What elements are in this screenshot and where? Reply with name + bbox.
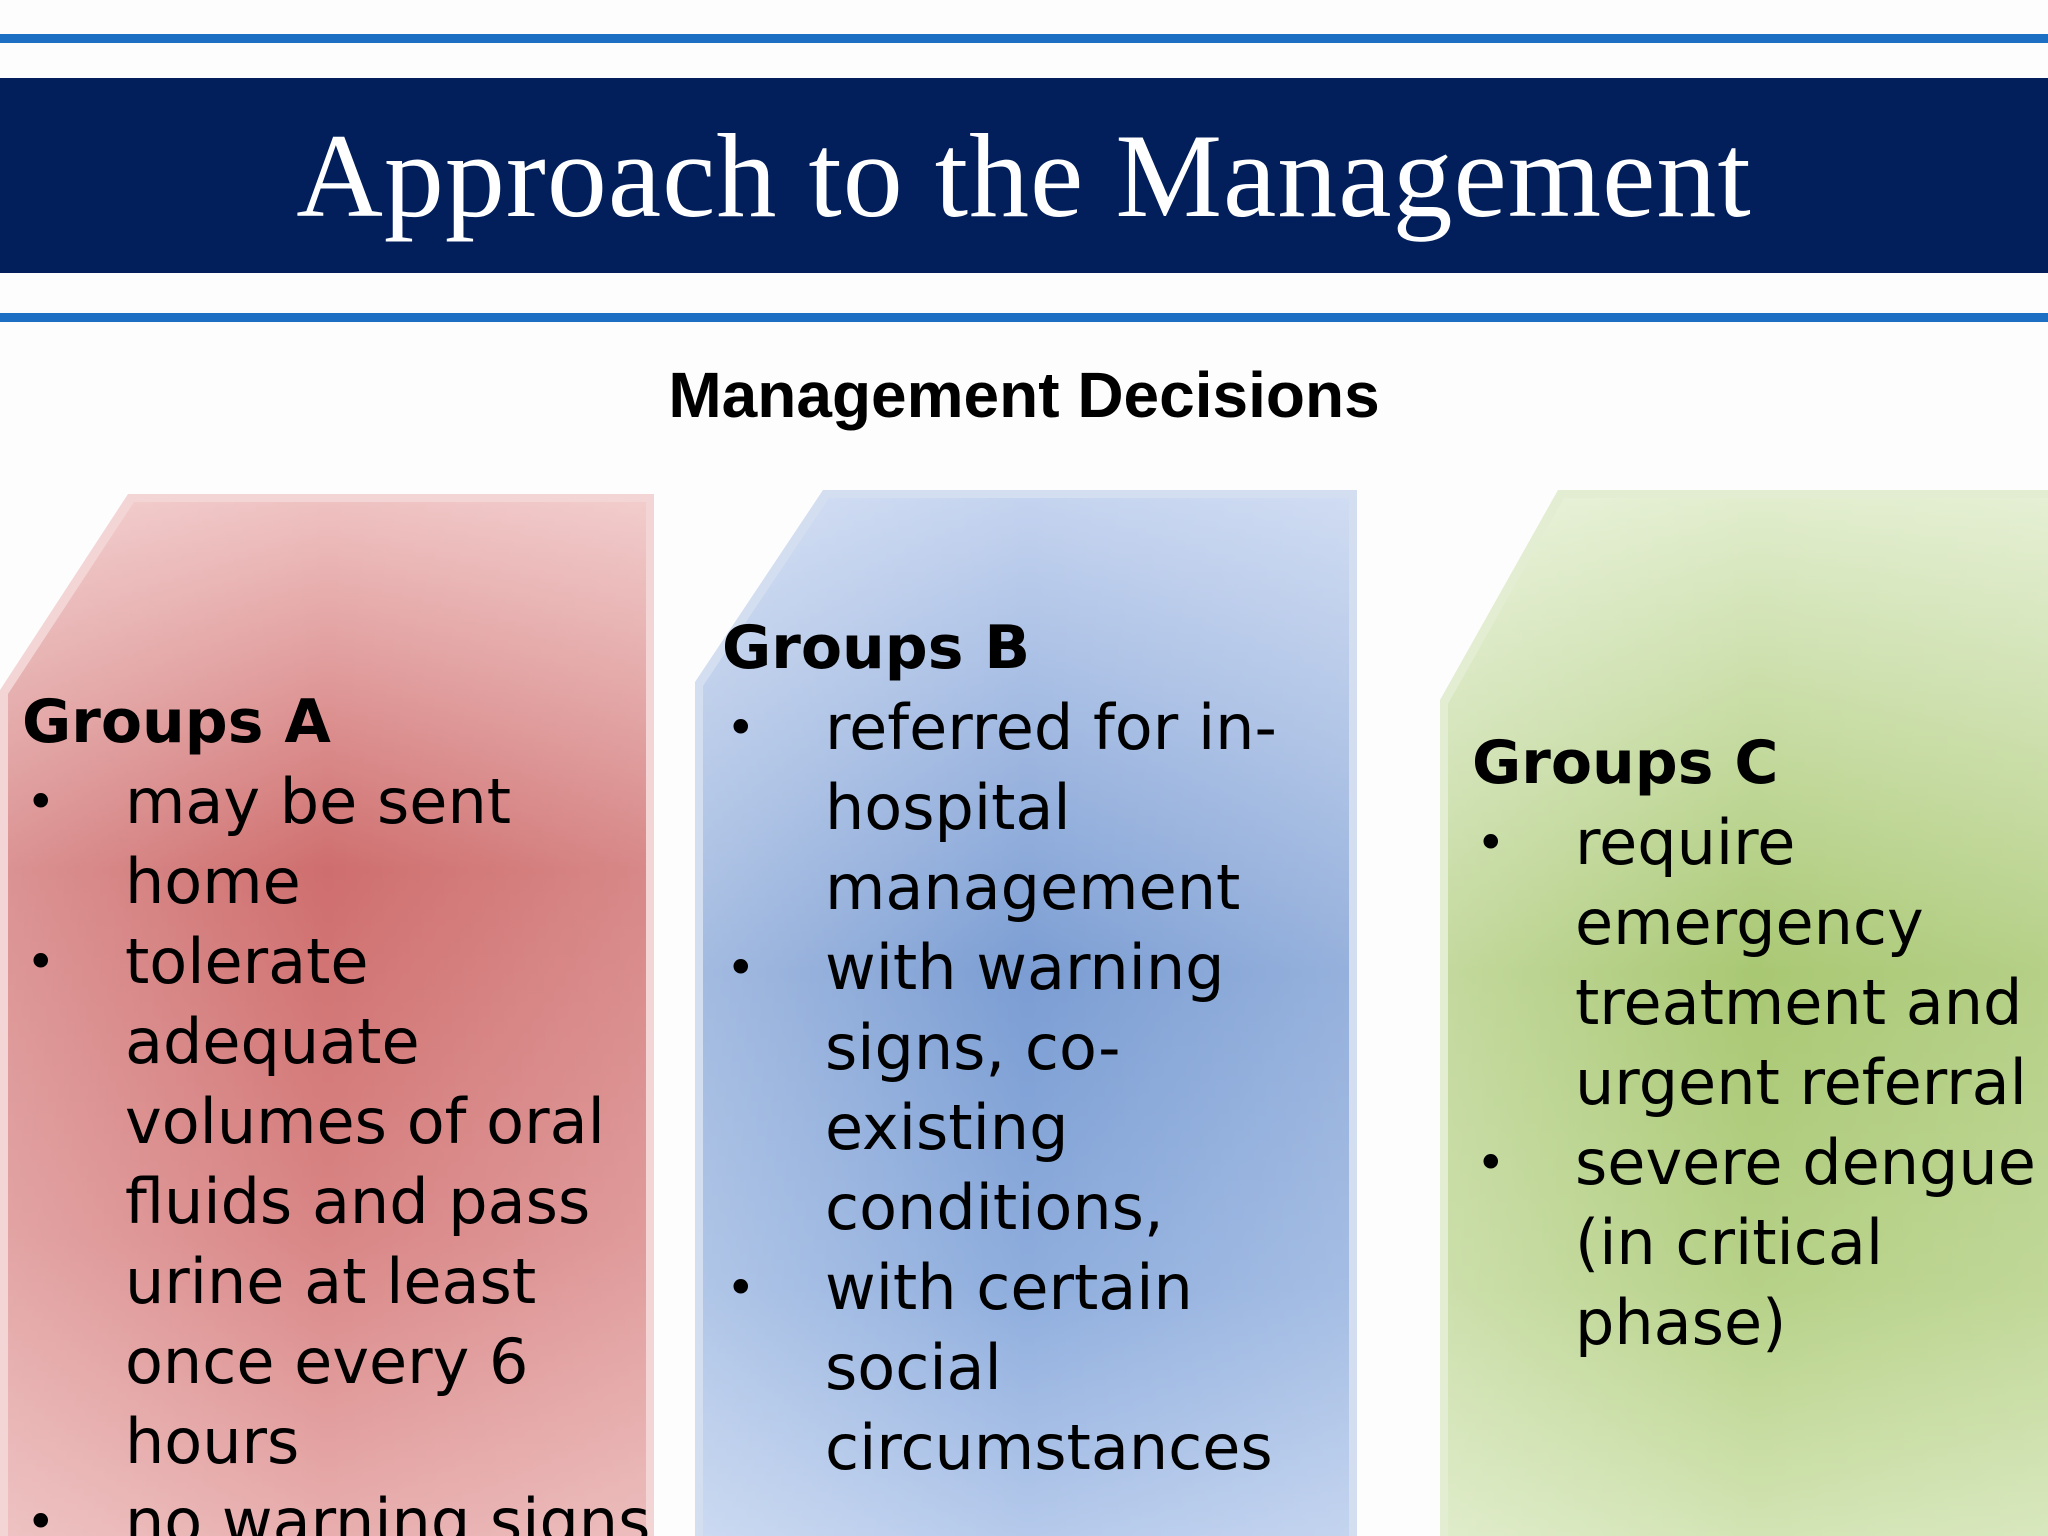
bullet-icon: • bbox=[726, 939, 756, 997]
bullet-icon: • bbox=[26, 933, 56, 991]
list-item-text: severe dengue (in critical phase) bbox=[1575, 1126, 2036, 1359]
title-bar: Approach to the Management bbox=[0, 78, 2048, 273]
list-item-text: may be sent home bbox=[125, 765, 512, 918]
list-item-text: no warning signs bbox=[125, 1485, 651, 1536]
group-a-title: Groups A bbox=[22, 687, 331, 757]
list-item: • may be sent home bbox=[22, 762, 662, 922]
group-a-list: • may be sent home • tolerate adequate vo… bbox=[22, 762, 662, 1536]
list-item: • with certain social circumstances bbox=[722, 1248, 1352, 1488]
group-c-title: Groups C bbox=[1472, 728, 1779, 798]
list-item: • referred for in-hospital management bbox=[722, 688, 1352, 928]
list-item: • with warning signs, co-existing conditi… bbox=[722, 928, 1352, 1248]
list-item-text: with warning signs, co-existing conditio… bbox=[825, 931, 1225, 1244]
list-item: • no warning signs bbox=[22, 1482, 662, 1536]
group-c-list: • require emergency treatment and urgent … bbox=[1472, 803, 2042, 1363]
bullet-icon: • bbox=[726, 699, 756, 757]
bullet-icon: • bbox=[26, 773, 56, 831]
bullet-icon: • bbox=[26, 1493, 56, 1536]
list-item: • severe dengue (in critical phase) bbox=[1472, 1123, 2042, 1363]
slide-title: Approach to the Management bbox=[296, 109, 1752, 242]
group-b: Groups B • referred for in-hospital mana… bbox=[722, 608, 1352, 1488]
bullet-icon: • bbox=[726, 1259, 756, 1317]
list-item-text: tolerate adequate volumes of oral fluids… bbox=[125, 925, 605, 1478]
bottom-rule bbox=[0, 313, 2048, 322]
group-a: Groups A • may be sent home • tolerate ad… bbox=[22, 682, 662, 1536]
bullet-icon: • bbox=[1476, 814, 1506, 872]
group-a-shape bbox=[0, 490, 670, 1536]
slide-subtitle: Management Decisions bbox=[668, 359, 1380, 431]
group-b-shape bbox=[695, 490, 1365, 1536]
group-b-list: • referred for in-hospital management • w… bbox=[722, 688, 1352, 1488]
list-item: • require emergency treatment and urgent … bbox=[1472, 803, 2042, 1123]
top-rule bbox=[0, 34, 2048, 43]
group-c: Groups C • require emergency treatment an… bbox=[1472, 723, 2042, 1363]
list-item: • tolerate adequate volumes of oral fluid… bbox=[22, 922, 662, 1482]
group-b-title: Groups B bbox=[722, 613, 1031, 683]
group-c-shape bbox=[1440, 490, 2048, 1536]
list-item-text: with certain social circumstances bbox=[825, 1251, 1273, 1484]
bullet-icon: • bbox=[1476, 1134, 1506, 1192]
list-item-text: require emergency treatment and urgent r… bbox=[1575, 806, 2027, 1119]
list-item-text: referred for in-hospital management bbox=[825, 691, 1277, 924]
